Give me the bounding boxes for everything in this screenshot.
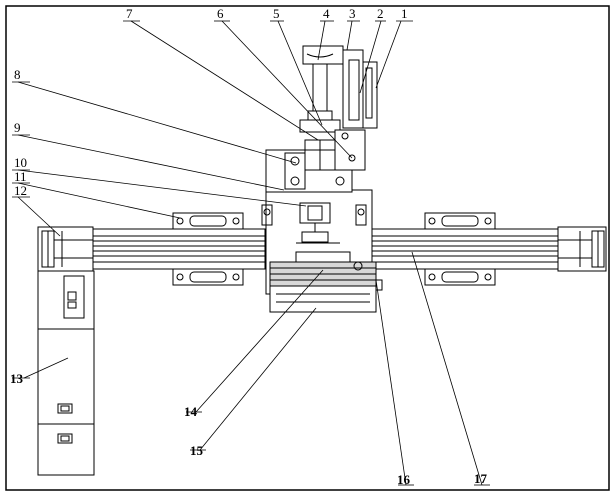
label-4: 4: [323, 6, 330, 21]
label-16: 16: [397, 472, 411, 487]
leader-lines: [12, 20, 490, 486]
label-12: 12: [14, 183, 27, 198]
label-8: 8: [14, 67, 21, 82]
label-2: 2: [377, 6, 384, 21]
label-1: 1: [401, 6, 408, 21]
label-7: 7: [126, 6, 133, 21]
left-slider-bottom: [172, 268, 244, 286]
label-6: 6: [217, 6, 224, 21]
label-15: 15: [190, 443, 204, 458]
label-13: 13: [10, 371, 24, 386]
drawing-border: [5, 5, 610, 491]
top-motor-assembly: [302, 45, 378, 129]
label-5: 5: [273, 6, 280, 21]
label-3: 3: [349, 6, 356, 21]
label-10: 10: [14, 155, 27, 170]
left-slider-top: [172, 212, 244, 230]
right-slider-top: [424, 212, 496, 230]
left-end-cap: [37, 226, 94, 272]
label-17: 17: [474, 471, 488, 486]
vertical-module: [37, 270, 95, 476]
lower-gripper: [269, 251, 383, 313]
label-14: 14: [184, 404, 198, 419]
right-slider-bottom: [424, 268, 496, 286]
part-labels: 1 2 3 4 5 6 7 8 9 10 11 12 13 14 15 16 1…: [10, 6, 488, 487]
machine-assembly: [12, 20, 607, 486]
label-9: 9: [14, 120, 21, 135]
label-11: 11: [14, 169, 27, 184]
column-shaft: [299, 57, 366, 171]
right-end-cap: [557, 226, 607, 272]
